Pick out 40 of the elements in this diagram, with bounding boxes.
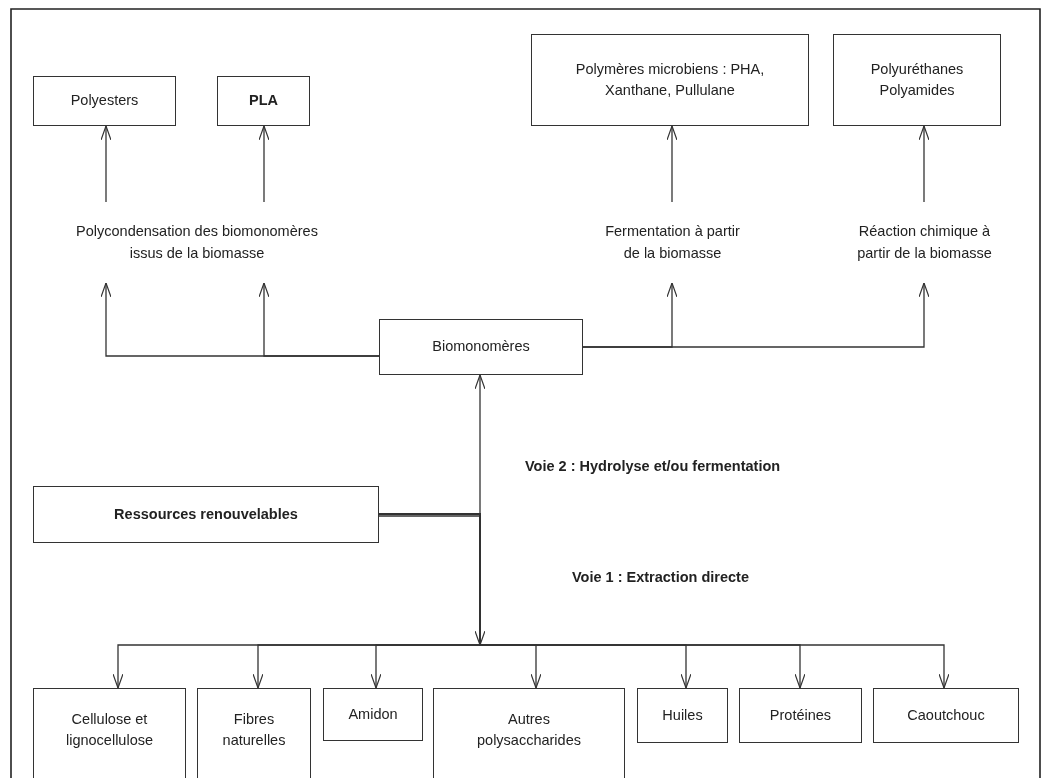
material-box <box>33 76 176 126</box>
material-box <box>33 688 186 778</box>
arrow <box>378 374 486 517</box>
arrow <box>258 282 380 357</box>
arrow <box>258 125 270 203</box>
material-box <box>637 688 728 743</box>
box-label: Biomonomères <box>431 337 531 357</box>
box-label: Caoutchouc <box>906 706 986 725</box>
arrow <box>378 513 486 646</box>
material-box <box>739 688 862 743</box>
material-box <box>197 688 311 778</box>
arrow <box>100 125 112 203</box>
box-label: PLA <box>248 91 279 111</box>
box-label: Fibres naturelles <box>221 710 287 750</box>
box-label: Huiles <box>661 706 704 725</box>
process-label: Polycondensation des biomonomères issus de la biomasse <box>40 202 354 283</box>
arrow <box>918 125 930 203</box>
box-label: Amidon <box>347 705 399 724</box>
material-box <box>323 688 423 741</box>
material-box <box>33 486 379 543</box>
material-box <box>873 688 1019 743</box>
route-label: Voie 2 : Hydrolyse et/ou fermentation <box>525 458 781 474</box>
route-label: Voie 1 : Extraction directe <box>572 569 749 585</box>
material-box <box>433 688 625 778</box>
box-label: Cellulose et lignocellulose <box>64 710 155 750</box>
arrow <box>582 282 930 348</box>
box-label: Autres polysaccharides <box>476 710 582 750</box>
process-label: Fermentation à partir de la biomasse <box>585 202 760 283</box>
material-box <box>833 34 1001 126</box>
box-label: Polyamides <box>878 81 956 100</box>
box-label: Polymères microbiens : PHA, Xanthane, Pullulane <box>574 60 766 100</box>
box-label: Polyuréthanes <box>869 60 965 79</box>
box-label: Protéines <box>768 706 833 725</box>
box-label: Polyesters <box>69 91 140 111</box>
material-box <box>379 319 583 375</box>
box-label: Ressources renouvelables <box>113 505 299 524</box>
material-box <box>531 34 809 126</box>
material-box <box>217 76 310 126</box>
arrow <box>666 125 678 203</box>
process-label: Réaction chimique à partir de la biomasse <box>837 202 1012 283</box>
